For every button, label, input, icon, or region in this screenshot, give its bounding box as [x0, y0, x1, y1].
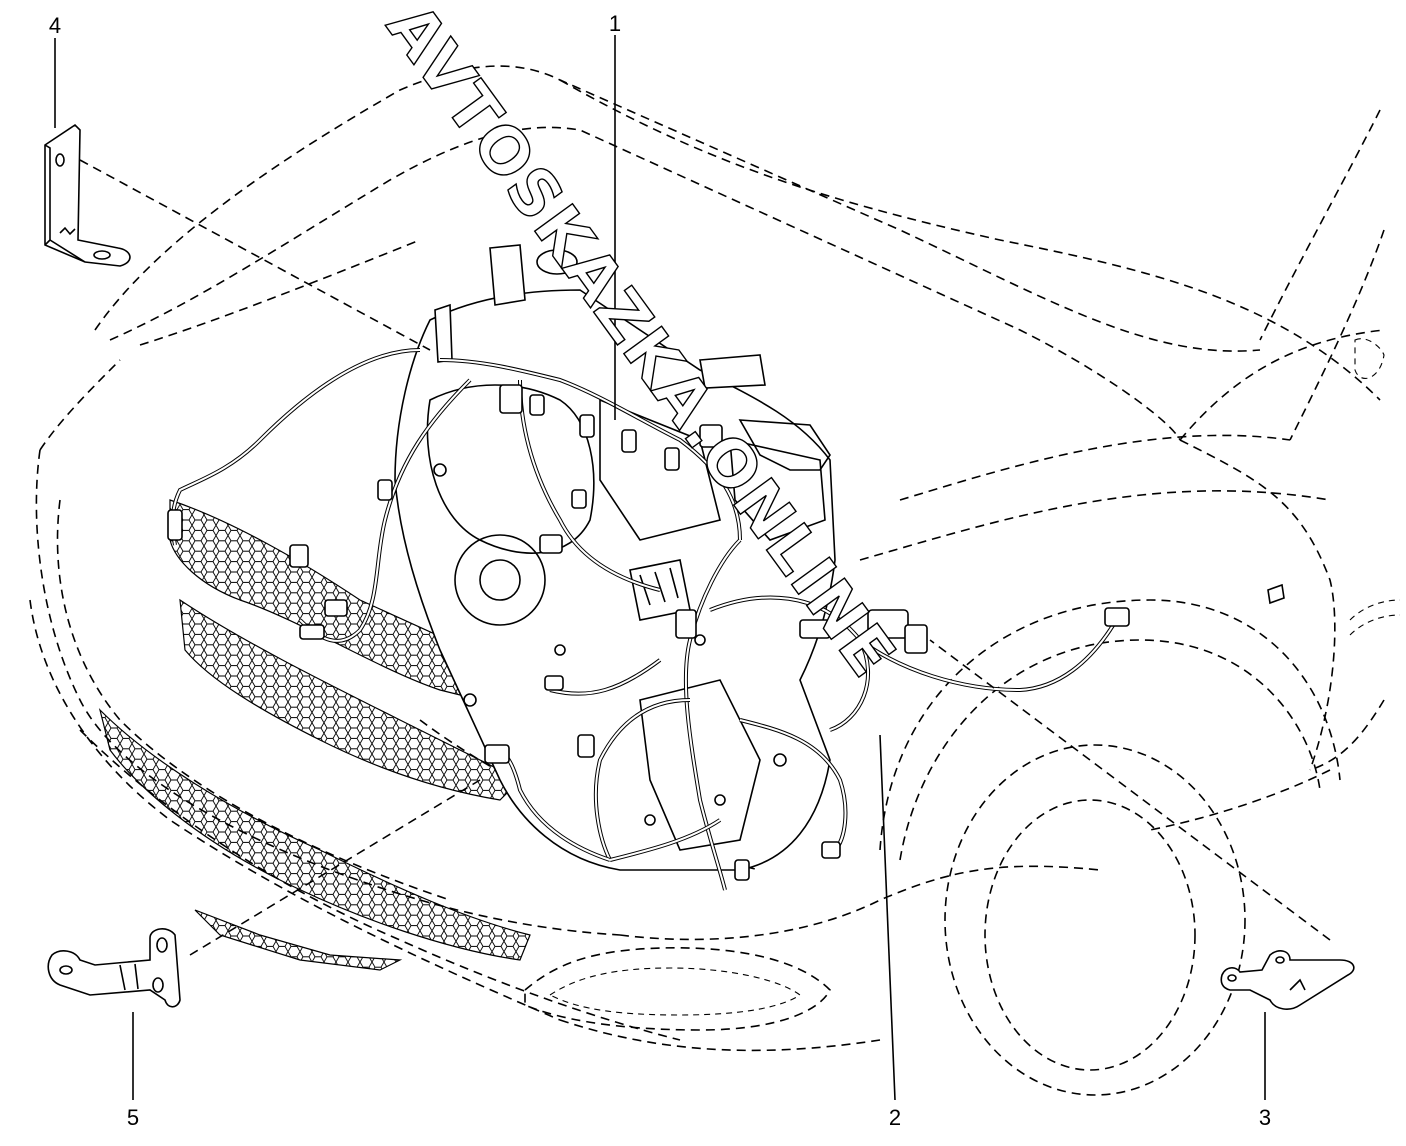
bracket-4: [44, 123, 131, 267]
callout-4: 4: [49, 13, 61, 38]
bracket-5-leader: [189, 779, 481, 956]
bracket-3: [1220, 950, 1355, 1010]
bracket-5: [47, 928, 181, 1008]
callout-labels: 1 2 3 4 5: [49, 11, 1271, 1130]
callout-3: 3: [1259, 1105, 1271, 1130]
callout-1: 1: [609, 11, 621, 36]
callout-leaders: [54, 35, 1266, 1101]
engine-assembly: [394, 244, 836, 871]
wiring-harness: [167, 348, 1130, 891]
bracket-3-leader: [929, 639, 1331, 941]
callout-2: 2: [889, 1105, 901, 1130]
bracket-4-leader: [79, 159, 431, 351]
callout-5: 5: [127, 1105, 139, 1130]
